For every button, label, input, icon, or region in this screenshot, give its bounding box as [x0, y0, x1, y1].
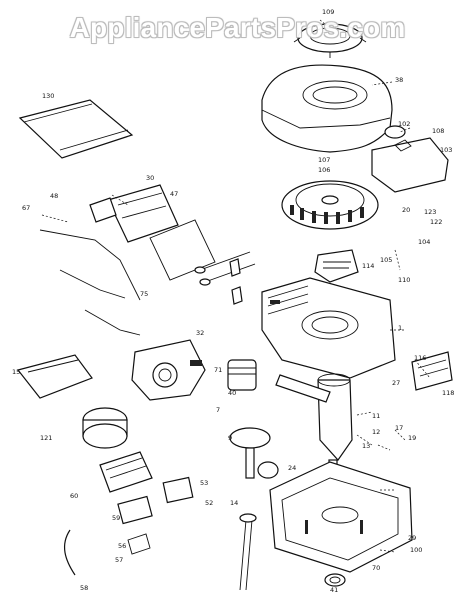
muffler — [82, 407, 128, 449]
callout-104: 104 — [418, 238, 430, 246]
gaskets-lower — [117, 476, 194, 555]
callout-108: 108 — [432, 127, 444, 135]
callout-40: 40 — [228, 389, 236, 397]
callout-24: 24 — [288, 464, 296, 472]
callout-60: 60 — [70, 492, 78, 500]
identification-decal — [411, 351, 453, 391]
rotating-screen — [293, 23, 367, 58]
callout-70: 70 — [372, 564, 380, 572]
breather-cover — [107, 184, 179, 243]
callout-11: 11 — [372, 412, 380, 420]
callout-52: 52 — [205, 499, 213, 507]
callout-110: 110 — [398, 276, 410, 284]
governor-linkage — [39, 197, 141, 336]
callout-121: 121 — [40, 434, 52, 442]
callout-106: 106 — [318, 166, 330, 174]
callout-57: 57 — [115, 556, 123, 564]
callout-130: 130 — [42, 92, 54, 100]
callout-41: 41 — [330, 586, 338, 594]
oil-fill-tube — [239, 513, 257, 591]
callout-27: 27 — [392, 379, 400, 387]
callout-numbers: 109 130 38 102 108 103 107 106 30 47 48 … — [12, 8, 454, 594]
callout-13: 13 — [362, 442, 370, 450]
callout-17: 17 — [395, 424, 403, 432]
callout-15: 15 — [12, 368, 20, 376]
leader-lines — [41, 19, 431, 553]
callout-32: 32 — [196, 329, 204, 337]
flywheel — [281, 180, 379, 230]
ignition-armature — [314, 249, 359, 283]
callout-114: 114 — [362, 262, 374, 270]
gasket — [149, 219, 216, 281]
engine-base — [269, 461, 413, 573]
air-cleaner-body — [16, 354, 93, 399]
callout-105: 105 — [380, 256, 392, 264]
callout-109: 109 — [322, 8, 334, 16]
callout-71: 71 — [214, 366, 222, 374]
callout-103: 103 — [440, 146, 452, 154]
carburetor — [131, 339, 206, 401]
callout-122: 122 — [430, 218, 442, 226]
callout-116: 116 — [414, 354, 426, 362]
callout-59: 59 — [112, 514, 120, 522]
callout-56: 56 — [118, 542, 126, 550]
callout-48: 48 — [50, 192, 58, 200]
camshaft — [229, 427, 279, 479]
callout-47: 47 — [170, 190, 178, 198]
valves — [194, 251, 256, 305]
callout-29: 29 — [408, 534, 416, 542]
owners-manual — [18, 99, 134, 159]
callout-67: 67 — [22, 204, 30, 212]
callout-123: 123 — [424, 208, 436, 216]
callout-9: 9 — [228, 434, 232, 442]
callout-75: 75 — [140, 290, 148, 298]
callout-58: 58 — [80, 584, 88, 592]
callout-53: 53 — [200, 479, 208, 487]
callout-30: 30 — [146, 174, 154, 182]
fuel-line — [63, 529, 76, 576]
callout-102: 102 — [398, 120, 410, 128]
callout-7: 7 — [216, 406, 220, 414]
callout-1: 1 — [398, 324, 402, 332]
air-filter — [99, 451, 153, 493]
oil-seal — [324, 573, 346, 587]
piston-assembly — [227, 359, 331, 403]
fuel-tank — [371, 125, 449, 193]
callout-20: 20 — [402, 206, 410, 214]
callout-19: 19 — [408, 434, 416, 442]
callout-38: 38 — [395, 76, 403, 84]
blower-housing — [261, 64, 393, 153]
callout-14: 14 — [230, 499, 238, 507]
callout-12: 12 — [372, 428, 380, 436]
callout-118: 118 — [442, 389, 454, 397]
callout-100: 100 — [410, 546, 422, 554]
callout-107: 107 — [318, 156, 330, 164]
cylinder-block — [261, 277, 396, 379]
